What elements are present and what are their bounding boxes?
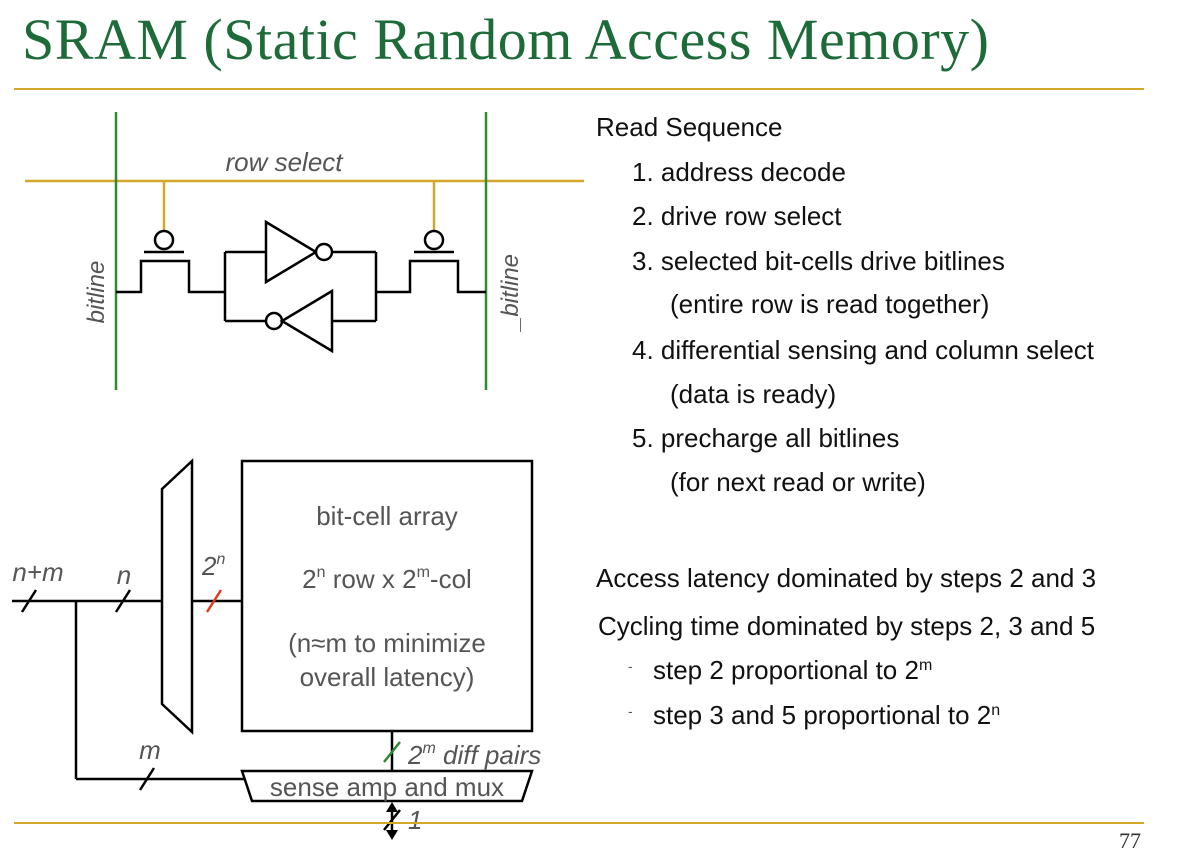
- bus-label-m: m: [139, 735, 161, 765]
- address-bus: [12, 589, 246, 791]
- read-step-3: 3. selected bit-cells drive bitlines: [632, 246, 1005, 276]
- latency-bullet-2: step 3 and 5 proportional to 2n: [653, 700, 1001, 730]
- row-decoder: [160, 458, 194, 735]
- latency-bullet-1: step 2 proportional to 2m: [653, 655, 933, 685]
- bit-cell-array: [240, 459, 534, 733]
- output-label: 1: [408, 805, 422, 835]
- array-size: 2n row x 2m-col: [302, 564, 472, 594]
- row-select-label: row select: [225, 147, 344, 177]
- diff-pairs-tick: [383, 741, 401, 763]
- bus-label-n: n: [117, 560, 131, 590]
- sense-amp-label: sense amp and mux: [270, 772, 504, 802]
- top-rule: [14, 88, 1144, 90]
- bus-label-2n: 2n: [201, 551, 225, 581]
- page-number: 77: [1119, 828, 1141, 853]
- sram-diagram: row select bitline _bitline: [12, 112, 584, 840]
- bus-label-nm: n+m: [12, 557, 63, 587]
- read-step-4-note: (data is ready): [670, 379, 837, 409]
- read-step-5: 5. precharge all bitlines: [632, 423, 900, 453]
- bus-2n-tick: [205, 589, 223, 613]
- cycling-time-text: Cycling time dominated by steps 2, 3 and…: [598, 611, 1096, 641]
- read-step-5-note: (for next read or write): [670, 467, 926, 497]
- output-arrow: [383, 802, 401, 840]
- slide-title: SRAM (Static Random Access Memory): [22, 7, 990, 72]
- array-organization: n+m n m 2n bit-cell array 2n row x 2m-co…: [12, 458, 541, 840]
- bullet-marker-1: -: [628, 658, 633, 674]
- read-step-2: 2. drive row select: [632, 201, 842, 231]
- array-note-2: overall latency): [300, 662, 475, 692]
- cross-coupled-inverters: [223, 219, 378, 354]
- bottom-rule: [14, 822, 1144, 824]
- right-access-transistor: [376, 181, 486, 294]
- array-note-1: (n≈m to minimize: [288, 628, 486, 658]
- read-sequence-heading: Read Sequence: [596, 112, 783, 142]
- bitline-label: bitline: [83, 261, 110, 324]
- diff-pairs-label: 2m diff pairs: [407, 740, 541, 770]
- left-access-transistor: [116, 181, 225, 294]
- bullet-marker-2: -: [628, 703, 633, 719]
- read-step-1: 1. address decode: [632, 157, 846, 187]
- access-latency-text: Access latency dominated by steps 2 and …: [596, 563, 1097, 593]
- read-step-4: 4. differential sensing and column selec…: [632, 335, 1095, 365]
- sram-cell-schematic: row select bitline _bitline: [25, 112, 584, 390]
- bitline-bar-label: _bitline: [497, 254, 524, 332]
- sense-amp-mux: [240, 769, 534, 803]
- array-title: bit-cell array: [316, 501, 458, 531]
- read-step-3-note: (entire row is read together): [670, 289, 990, 319]
